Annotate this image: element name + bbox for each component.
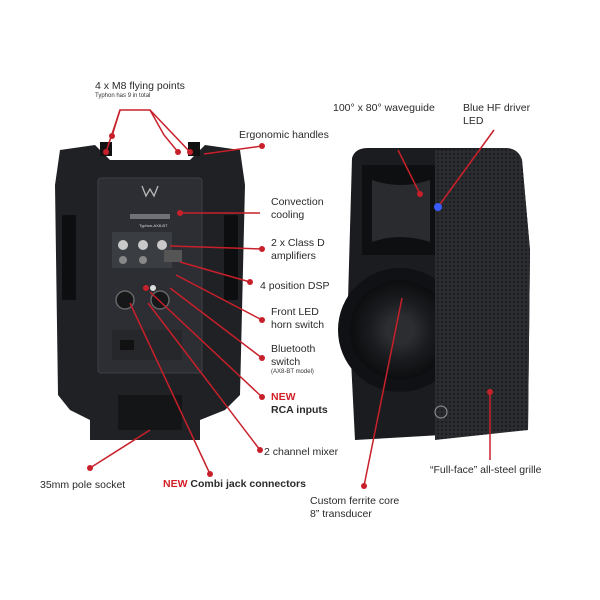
bt-line2: switch xyxy=(271,356,301,368)
led-line1: Front LED xyxy=(271,306,319,318)
front-led-label: Front LED horn switch xyxy=(271,306,324,332)
bt-note: (AX8-BT model) xyxy=(271,369,314,375)
callout-dots xyxy=(87,133,493,489)
pole-socket-label: 35mm pole socket xyxy=(40,479,126,491)
ergonomic-handles-label: Ergonomic handles xyxy=(239,129,329,141)
combi-text: Combi jack connectors xyxy=(190,478,306,490)
led-line2: horn switch xyxy=(271,319,325,331)
rca-new-tag: NEW xyxy=(271,391,296,403)
callout-lines xyxy=(89,109,495,487)
waveguide-label: 100° x 80° waveguide xyxy=(333,102,435,114)
dsp-label: 4 position DSP xyxy=(260,280,330,292)
bt-line1: Bluetooth xyxy=(271,343,316,355)
convection-line2: cooling xyxy=(271,209,305,221)
rca-inputs-label: NEW RCA inputs xyxy=(271,391,328,417)
hf-line2: LED xyxy=(463,115,484,127)
convection-line1: Convection xyxy=(271,196,324,208)
hf-line1: Blue HF driver xyxy=(463,102,531,114)
rear-speaker-cabinet xyxy=(55,142,245,440)
flying-points-label: 4 x M8 flying points Typhon has 9 in tot… xyxy=(95,80,185,99)
flying-points-note: Typhon has 9 in total xyxy=(95,93,151,99)
hf-driver-label: Blue HF driver LED xyxy=(463,102,530,128)
ferrite-line2: 8” transducer xyxy=(310,508,372,520)
combi-jack-label: NEW Combi jack connectors xyxy=(163,478,306,491)
amplifiers-label: 2 x Class D amplifiers xyxy=(271,237,325,263)
ferrite-transducer-label: Custom ferrite core 8” transducer xyxy=(310,495,399,521)
bluetooth-switch-label: Bluetooth switch (AX8-BT model) xyxy=(271,343,315,376)
front-speaker-cabinet xyxy=(338,148,530,440)
mixer-label: 2 channel mixer xyxy=(264,446,339,458)
combi-new-tag: NEW xyxy=(163,478,188,490)
panel-model-text: Typhon-AX8-BT xyxy=(139,223,168,228)
convection-cooling-label: Convection cooling xyxy=(271,196,324,222)
ferrite-line1: Custom ferrite core xyxy=(310,495,400,507)
wharfedale-logo xyxy=(141,185,159,198)
hf-led-indicator xyxy=(434,203,442,211)
grille-label: “Full-face” all-steel grille xyxy=(430,464,542,476)
rca-text: RCA inputs xyxy=(271,404,328,416)
amps-line2: amplifiers xyxy=(271,250,316,262)
amps-line1: 2 x Class D xyxy=(271,237,325,249)
